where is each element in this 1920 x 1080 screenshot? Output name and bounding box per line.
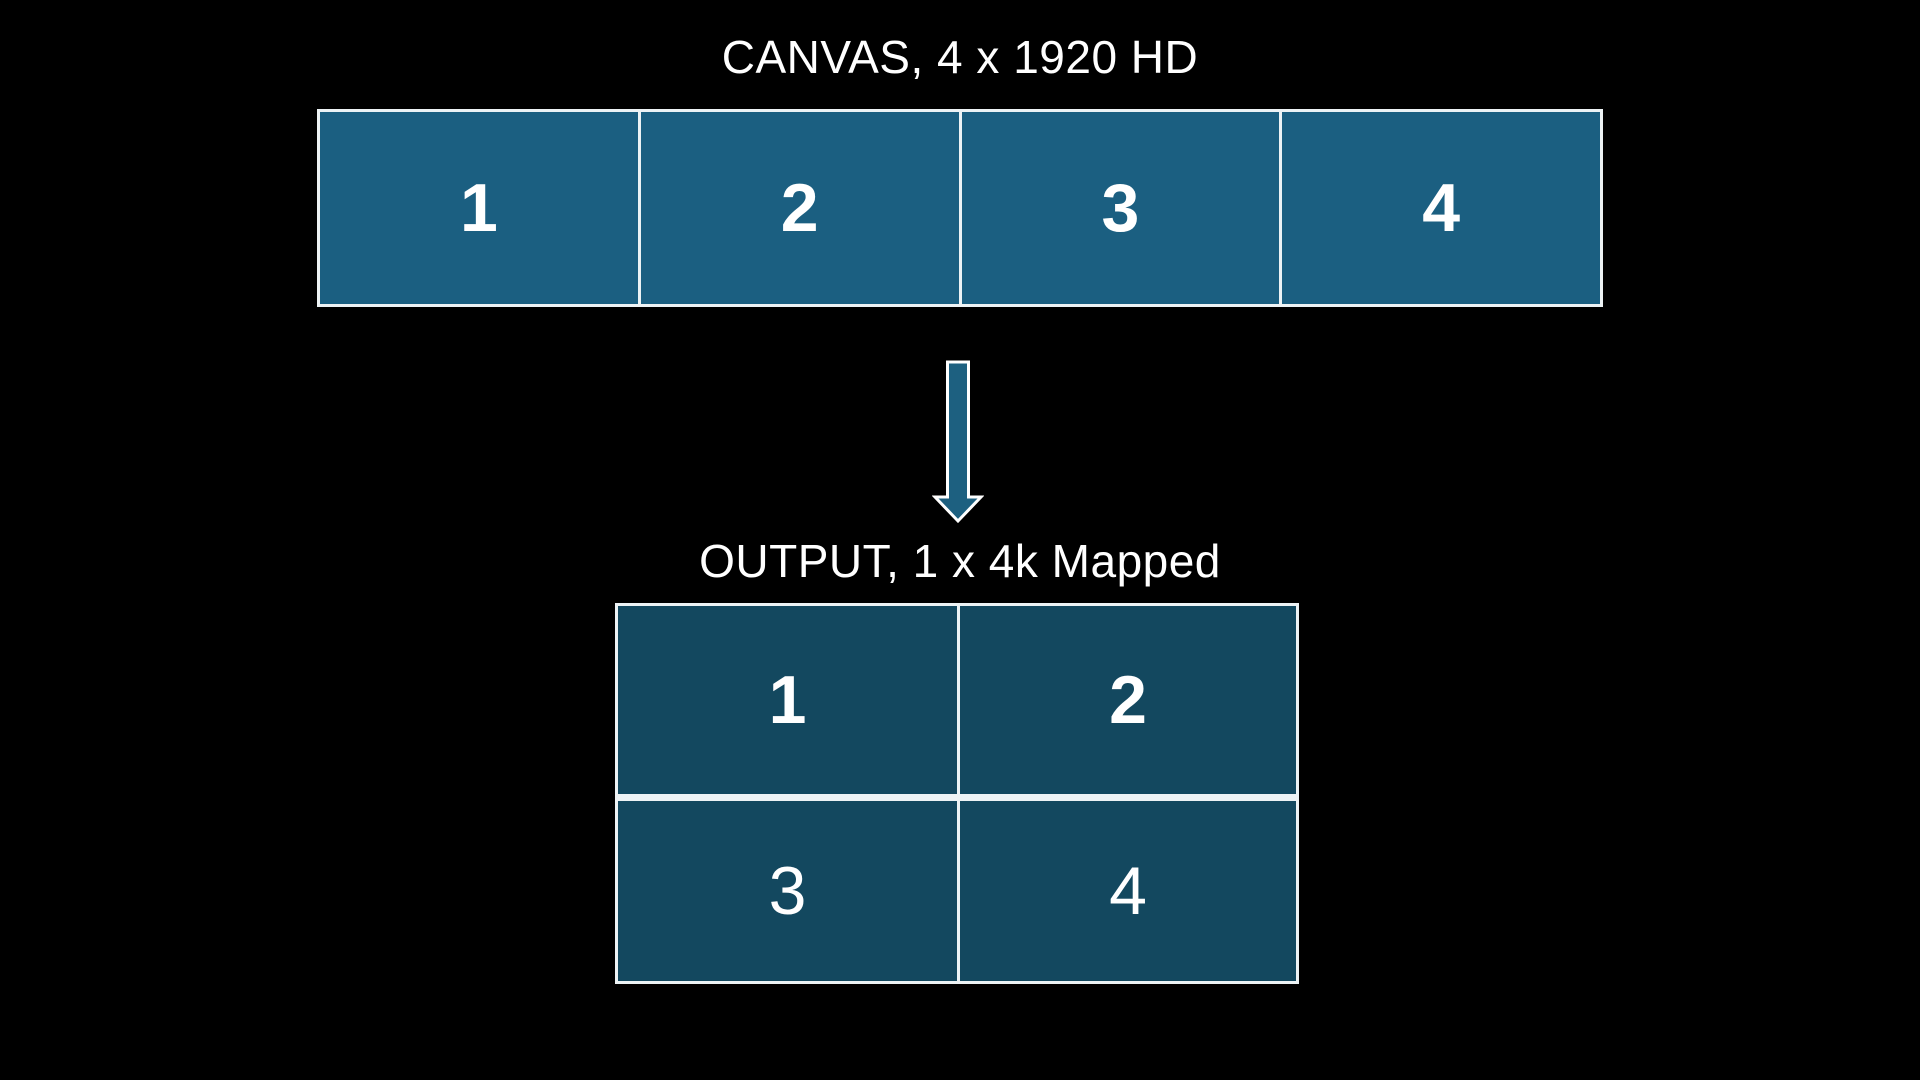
canvas-cell-2: 2 bbox=[637, 112, 959, 304]
canvas-cell-1-label: 1 bbox=[459, 170, 498, 246]
canvas-cell-4-label: 4 bbox=[1422, 170, 1461, 246]
output-cell-3-label: 3 bbox=[768, 852, 807, 929]
output-cell-2: 2 bbox=[957, 606, 1296, 794]
output-cell-2-label: 2 bbox=[1109, 661, 1147, 738]
canvas-cell-3: 3 bbox=[958, 112, 1280, 304]
canvas-title: CANVAS, 4 x 1920 HD bbox=[721, 31, 1199, 83]
output-cell-1-label: 1 bbox=[768, 661, 807, 738]
canvas-cell-4: 4 bbox=[1279, 112, 1600, 304]
canvas-cell-2-label: 2 bbox=[780, 170, 819, 246]
canvas-cell-3-label: 3 bbox=[1101, 170, 1140, 246]
output-cell-4-label: 4 bbox=[1109, 852, 1147, 929]
output-title: OUTPUT, 1 x 4k Mapped bbox=[699, 535, 1221, 587]
output-cell-4: 4 bbox=[957, 793, 1296, 981]
canvas-strip: 1 2 3 4 bbox=[317, 109, 1603, 307]
output-cell-1: 1 bbox=[618, 606, 957, 794]
output-cell-3: 3 bbox=[618, 793, 957, 982]
output-grid: 1 2 3 4 bbox=[615, 603, 1299, 984]
down-arrow-icon bbox=[932, 360, 984, 524]
canvas-cell-1: 1 bbox=[320, 112, 638, 304]
